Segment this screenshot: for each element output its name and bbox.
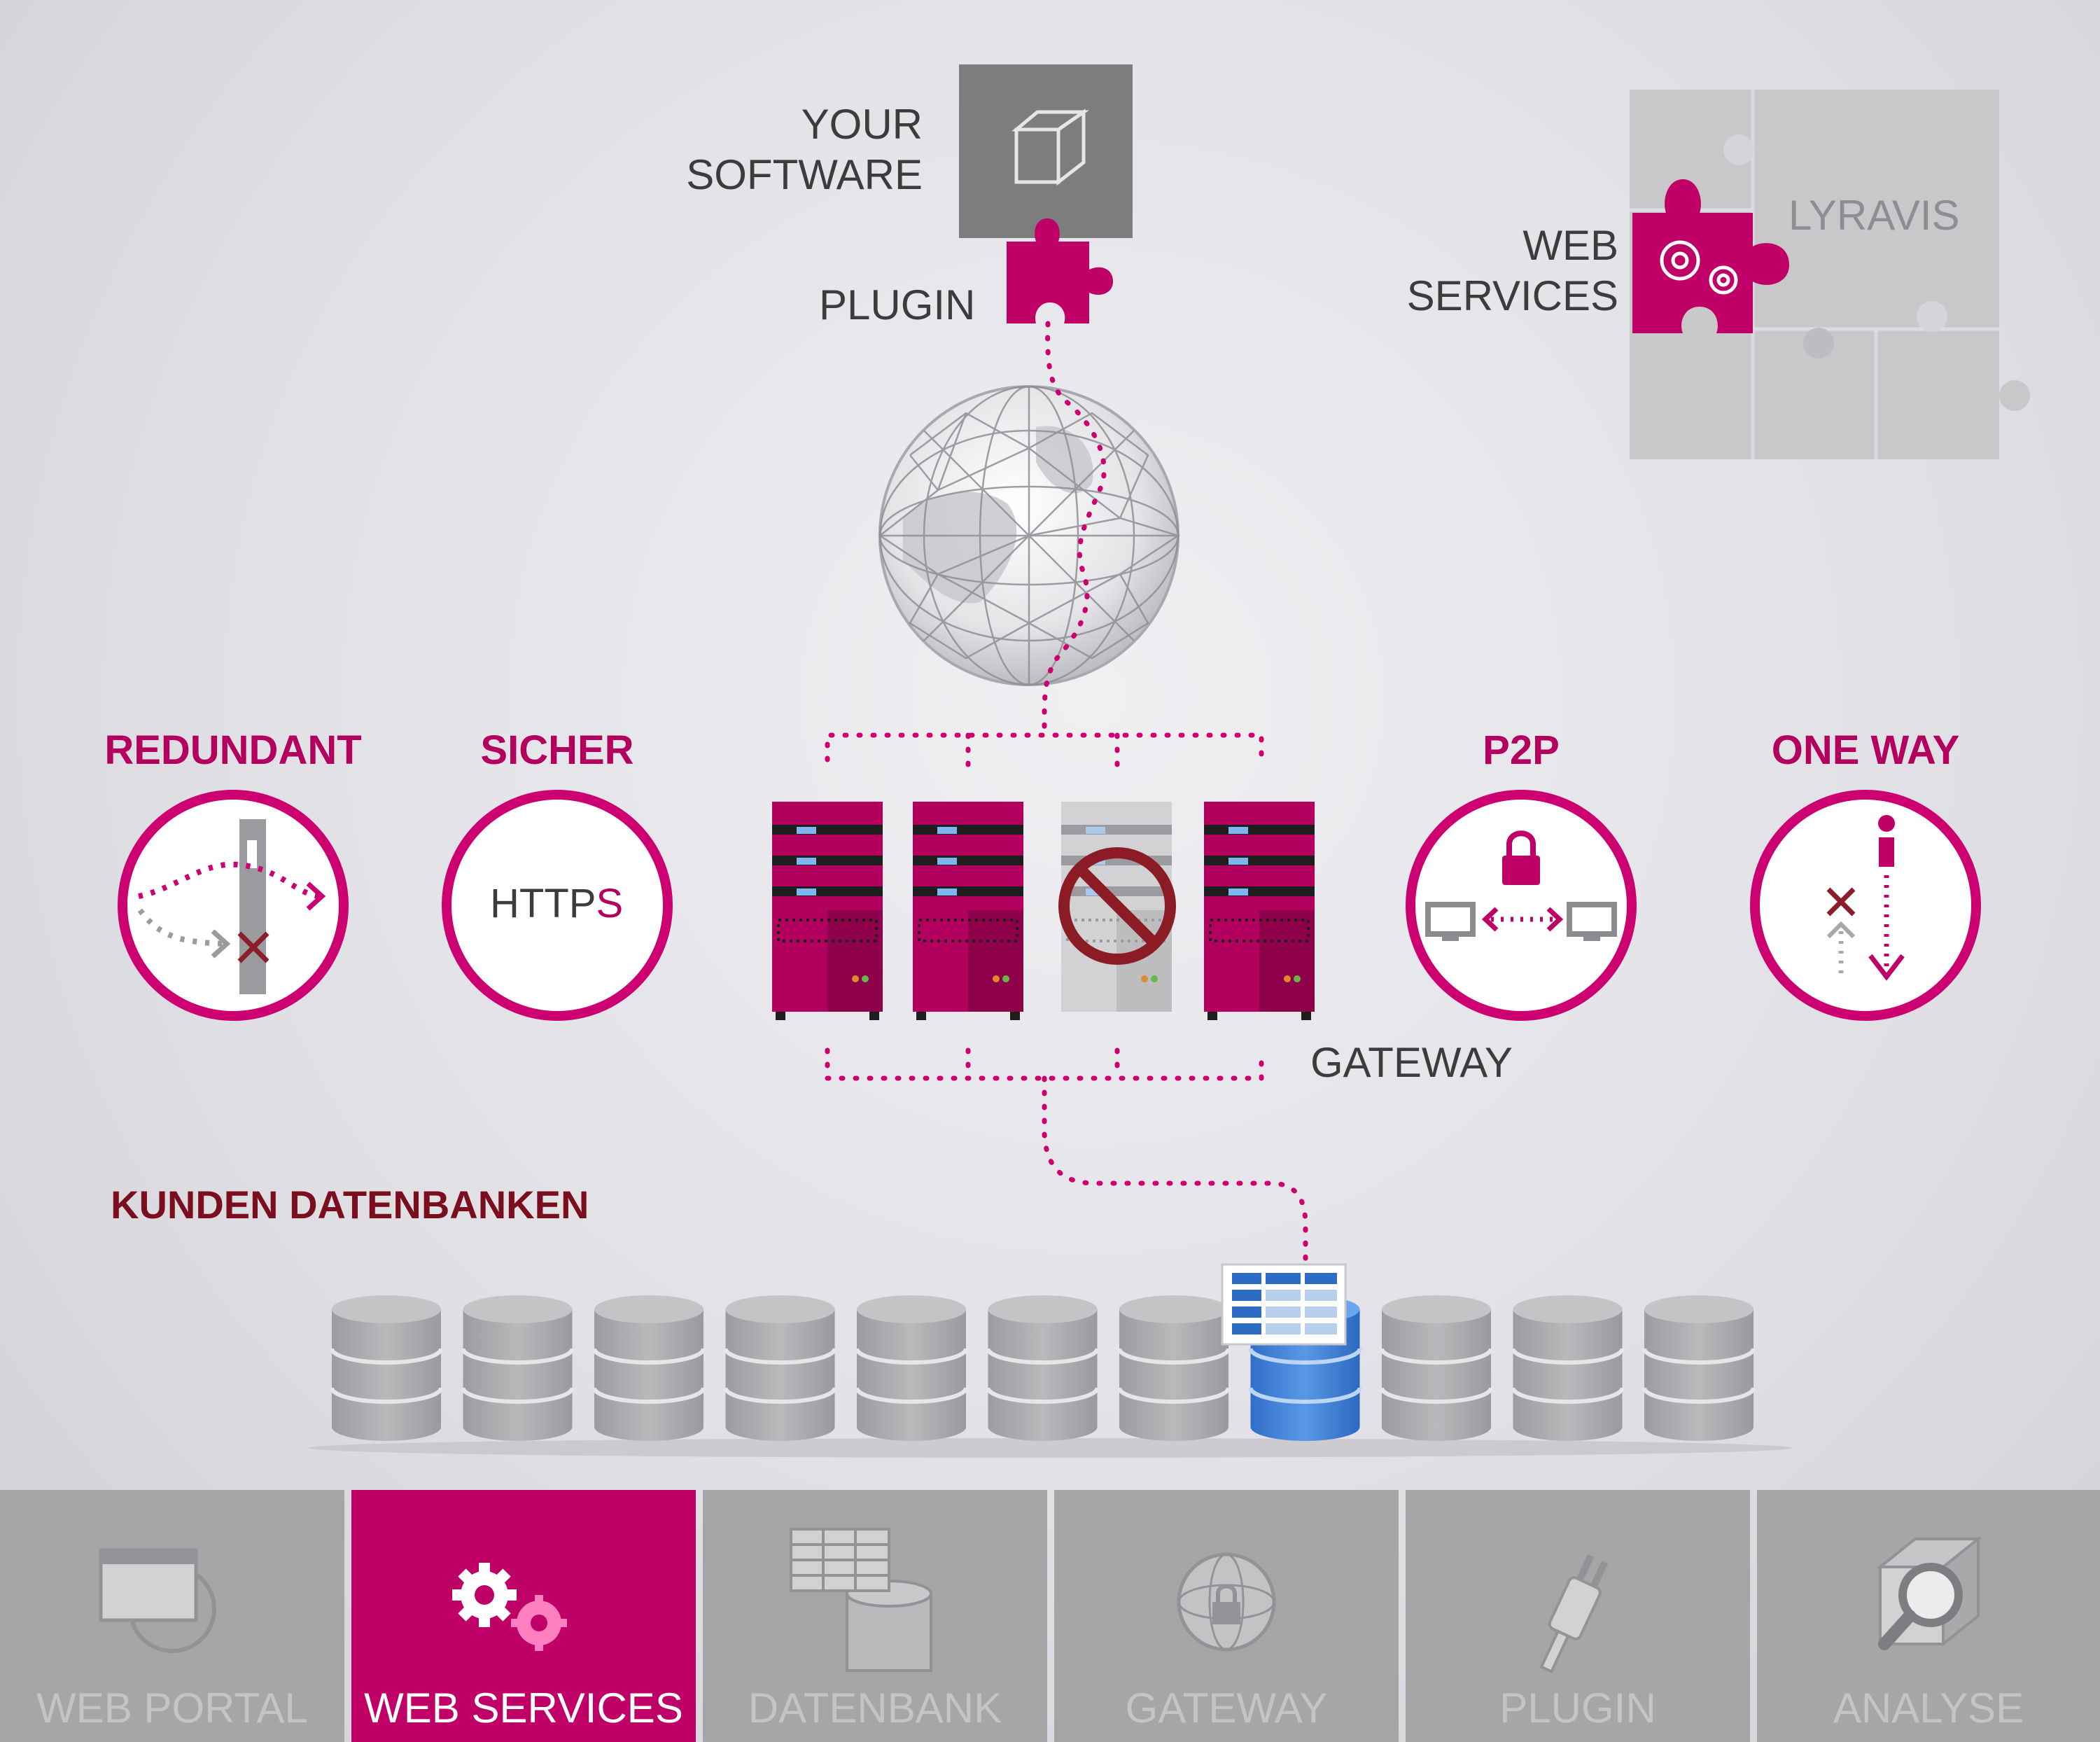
redundant-icon — [118, 790, 349, 1021]
sicher-icon — [442, 790, 673, 1021]
table-icon — [1221, 1263, 1347, 1346]
plugin-puzzle-icon — [1007, 218, 1113, 323]
web-services-label: WEB SERVICES — [1406, 222, 1618, 319]
database-cylinder — [1511, 1295, 1625, 1441]
tab-gateway[interactable]: GATEWAY — [1054, 1490, 1399, 1742]
database-cylinder — [330, 1295, 443, 1441]
diagram-graphics — [118, 64, 2030, 1458]
tab-plugin[interactable]: PLUGIN — [1406, 1490, 1750, 1742]
your-software-icon — [959, 64, 1133, 238]
lyravis-puzzle-icon — [1630, 90, 2030, 459]
server-3-disabled — [1058, 802, 1176, 1012]
kunden-datenbanken-label: KUNDEN DATENBANKEN — [111, 1183, 589, 1227]
tab-analyse[interactable]: ANALYSE — [1757, 1490, 2100, 1742]
p2p-label: P2P — [1483, 727, 1560, 773]
https-text: HTTPS — [490, 881, 624, 926]
gateway-icon — [1177, 1552, 1276, 1652]
one-way-icon — [1750, 790, 1981, 1021]
database-icon — [790, 1528, 932, 1672]
database-cylinder — [461, 1295, 575, 1441]
plugin-label: PLUGIN — [819, 281, 976, 328]
lyravis-label: LYRAVIS — [1788, 192, 1960, 239]
database-cylinder — [1117, 1295, 1231, 1441]
tab-web-portal[interactable]: WEB PORTAL — [0, 1490, 344, 1742]
web-portal-icon — [99, 1548, 216, 1653]
connection-lines — [825, 321, 1308, 1263]
database-cylinder — [1642, 1295, 1756, 1441]
one-way-label: ONE WAY — [1771, 727, 1960, 773]
gateway-label: GATEWAY — [1310, 1039, 1513, 1086]
database-cylinder — [592, 1295, 706, 1441]
database-cylinder — [1380, 1295, 1493, 1441]
plugin-icon — [1539, 1554, 1609, 1674]
your-software-label: YOUR SOFTWARE — [686, 101, 923, 198]
database-row — [330, 1295, 1756, 1441]
server-4 — [1204, 802, 1315, 1020]
server-2 — [913, 802, 1023, 1020]
analyse-icon — [1876, 1535, 1982, 1650]
tab-datenbank[interactable]: DATENBANK — [703, 1490, 1047, 1742]
database-cylinder — [986, 1295, 1100, 1441]
sicher-label: SICHER — [480, 727, 634, 773]
web-services-icon — [452, 1563, 567, 1651]
database-cylinder — [723, 1295, 837, 1441]
bottom-nav: WEB PORTAL WEB SERVICES — [0, 1490, 2100, 1742]
tab-web-services[interactable]: WEB SERVICES — [351, 1490, 696, 1742]
globe-icon — [878, 385, 1180, 686]
redundant-label: REDUNDANT — [104, 727, 362, 773]
p2p-icon — [1406, 790, 1637, 1021]
database-cylinder — [855, 1295, 968, 1441]
server-1 — [772, 802, 883, 1020]
